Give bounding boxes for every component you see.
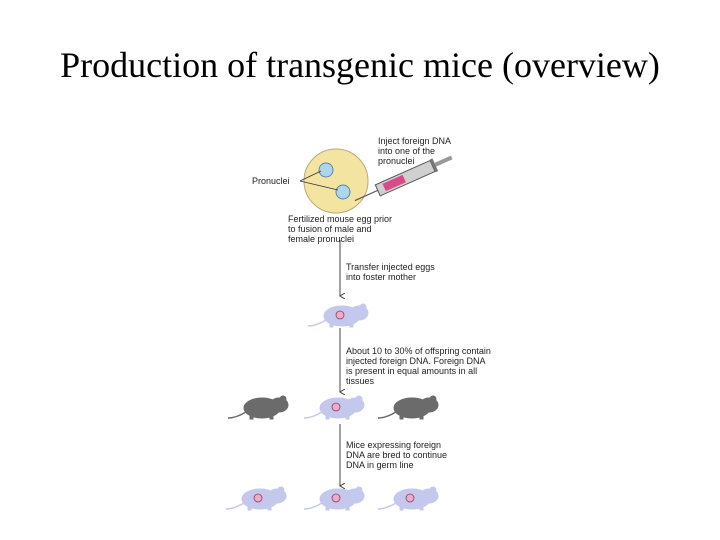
breed-label: Mice expressing foreign DNA are bred to … (346, 440, 448, 470)
mouse-offspring-transgenic (303, 395, 365, 420)
slide-title: Production of transgenic mice (overview) (60, 45, 660, 85)
mouse-germline-2 (303, 486, 365, 511)
mouse-foster-mother (307, 303, 369, 328)
egg-label: Fertilized mouse egg prior to fusion of … (288, 214, 393, 244)
pronucleus-lower (335, 184, 351, 200)
pronuclei-label: Pronuclei (252, 176, 290, 186)
pronucleus-upper (318, 162, 334, 178)
transfer-label: Transfer injected eggs into foster mothe… (346, 262, 435, 282)
pronuclei-pointer-1 (299, 170, 322, 182)
mouse-germline-1 (225, 486, 287, 511)
mouse-offspring-normal-left (227, 395, 289, 420)
pronuclei-pointer-2 (299, 180, 339, 191)
syringe-icon (354, 155, 453, 202)
mouse-offspring-normal-right (377, 395, 439, 420)
fertilized-egg (303, 148, 369, 214)
mouse-germline-3 (377, 486, 439, 511)
offspring-label: About 10 to 30% of offspring contain inj… (346, 346, 491, 386)
inject-label: Inject foreign DNA into one of the pronu… (378, 136, 452, 166)
